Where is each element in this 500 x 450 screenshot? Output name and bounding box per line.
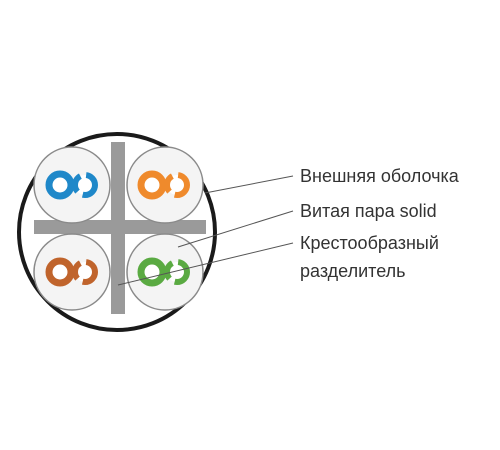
- wire-white-striped: [164, 259, 190, 285]
- wire-white-striped: [72, 172, 98, 198]
- pair-bottom-left: [33, 233, 111, 311]
- label-twisted-pair: Витая пара solid: [300, 201, 437, 221]
- wire-colored: [137, 170, 167, 200]
- leader-line-outer-sheath: [204, 175, 294, 194]
- wire-white-striped: [164, 172, 190, 198]
- leader-line-separator: [117, 242, 294, 286]
- label-separator-line2: разделитель: [300, 261, 406, 281]
- wire-white-striped: [72, 259, 98, 285]
- pair-bottom-right: [126, 233, 204, 311]
- wire-colored: [45, 170, 75, 200]
- label-outer-sheath: Внешняя оболочка: [300, 166, 460, 186]
- leader-line-twisted-pair: [177, 210, 294, 248]
- pair-top-left: [33, 146, 111, 224]
- wire-colored: [137, 257, 167, 287]
- label-separator-line1: Крестообразный: [300, 233, 439, 253]
- wire-colored: [45, 257, 75, 287]
- separator-horizontal-bar: [34, 220, 206, 234]
- pair-top-right: [126, 146, 204, 224]
